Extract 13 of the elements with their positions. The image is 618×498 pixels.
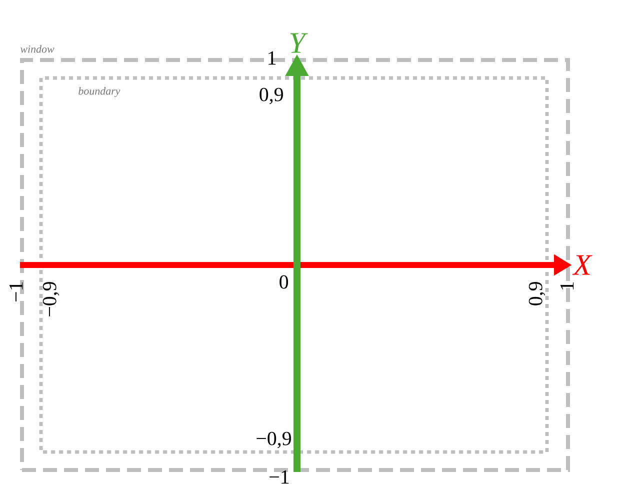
tick-label: −0,9 (256, 432, 291, 448)
frame-caption: boundary (78, 87, 120, 97)
tick-label: 1 (268, 51, 276, 65)
tick-label: −1 (270, 470, 289, 484)
axis-name: X (572, 255, 592, 275)
node-label: window (20, 45, 54, 53)
tick-label: 0,9 (528, 282, 546, 306)
tick-label: −0,9 (42, 282, 60, 316)
tick-label: 1 (560, 282, 574, 290)
axis-name: Y (290, 33, 308, 53)
tick-label: −1 (9, 282, 23, 302)
tick-label: 0,9 (260, 88, 283, 104)
tick-label: 0 (280, 275, 288, 289)
